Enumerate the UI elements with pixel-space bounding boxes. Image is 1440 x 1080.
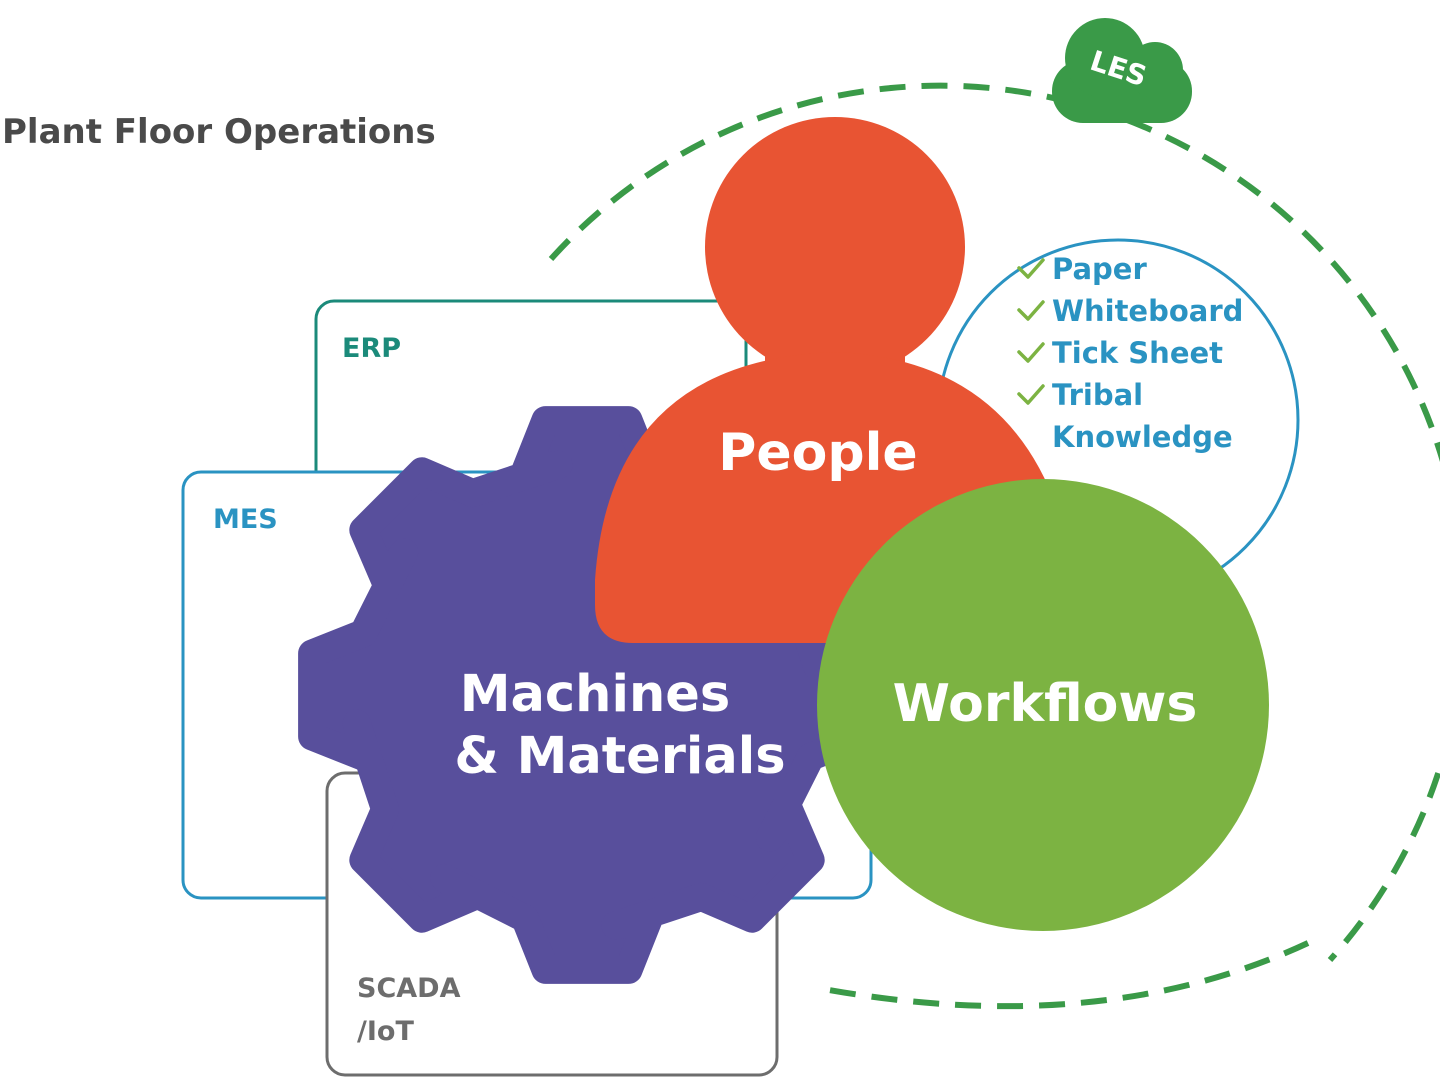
scada-label-line2: /IoT <box>357 1016 414 1047</box>
mes-label: MES <box>213 504 278 535</box>
manual-method-item: Paper <box>1052 252 1147 286</box>
manual-methods-list: Paper Whiteboard Tick Sheet Tribal Knowl… <box>1017 252 1243 454</box>
scada-label-line1: SCADA <box>357 973 461 1004</box>
check-icon <box>1017 258 1045 279</box>
les-orbit-lower <box>817 940 1310 1010</box>
workflows-circle <box>817 479 1269 931</box>
manual-method-item: Knowledge <box>1052 420 1233 454</box>
workflows-label: Workflows <box>893 674 1198 734</box>
machines-label-line2: & Materials <box>454 727 785 786</box>
les-cloud-icon <box>1052 18 1192 123</box>
les-orbit-upper <box>548 82 1440 963</box>
manual-method-item: Whiteboard <box>1052 294 1243 328</box>
check-icon <box>1017 342 1045 363</box>
erp-label: ERP <box>342 333 401 364</box>
people-label: People <box>718 423 917 483</box>
manual-method-item: Tick Sheet <box>1052 336 1223 370</box>
machines-label-line1: Machines <box>460 665 730 724</box>
check-icon <box>1017 384 1045 405</box>
manual-method-item: Tribal <box>1052 378 1143 412</box>
diagram-title: Plant Floor Operations <box>2 112 436 152</box>
check-icon <box>1017 300 1045 321</box>
